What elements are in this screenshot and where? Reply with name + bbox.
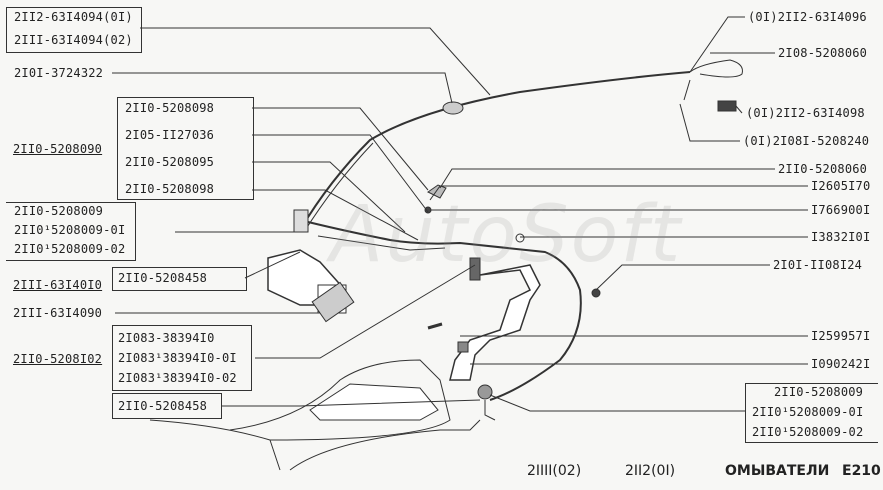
label-grpB1: 2II0-5208009 bbox=[14, 204, 104, 218]
label-tl2: 2III-63I4094(02) bbox=[14, 33, 133, 47]
leader-grpA3 bbox=[252, 161, 406, 233]
fender-line bbox=[149, 419, 281, 471]
screw-part bbox=[427, 322, 443, 330]
leader-5208458a bbox=[244, 251, 301, 279]
label-grpA3: 2II0-5208095 bbox=[125, 155, 215, 169]
leader-grpC bbox=[255, 264, 476, 359]
label-grpB2: 2II0¹5208009-0I bbox=[14, 223, 126, 237]
leader-grpA1 bbox=[252, 107, 429, 191]
reservoir-right bbox=[449, 264, 541, 381]
leader-r3 bbox=[735, 105, 743, 114]
label-63I4090: 2III-63I4090 bbox=[13, 306, 103, 320]
leader-r5 bbox=[439, 168, 775, 189]
leader-r9 bbox=[595, 264, 770, 291]
label-r7: I766900I bbox=[811, 203, 871, 217]
label-r1: (0I)2II2-63I4096 bbox=[748, 10, 867, 24]
bracket-grpD bbox=[745, 383, 878, 443]
hood-nozzle bbox=[442, 101, 464, 115]
label-grpB3: 2II0¹5208009-02 bbox=[14, 242, 126, 256]
car-body-outline-2 bbox=[289, 419, 481, 471]
pump-left bbox=[293, 209, 309, 233]
rear-hose-stub bbox=[683, 79, 691, 101]
label-5208458b: 2II0-5208458 bbox=[118, 399, 208, 413]
label-side-5208090: 2II0-5208090 bbox=[13, 142, 103, 156]
bracket-5208458b bbox=[112, 393, 222, 419]
label-tl1: 2II2-63I4094(0I) bbox=[14, 10, 133, 24]
label-grpD3: 2II0¹5208009-02 bbox=[752, 425, 864, 439]
pump-right bbox=[477, 384, 493, 400]
rear-nozzle bbox=[717, 100, 737, 112]
headlight-shape bbox=[309, 383, 439, 421]
label-side-5208I02: 2II0-5208I02 bbox=[13, 352, 103, 366]
label-3724322: 2I0I-3724322 bbox=[14, 66, 104, 80]
label-r11: I090242I bbox=[811, 357, 871, 371]
label-r9: 2I0I-II08I24 bbox=[773, 258, 863, 272]
nozzle-hose bbox=[299, 219, 582, 401]
leader-r1 bbox=[689, 16, 745, 73]
bracket-grpC bbox=[112, 325, 252, 391]
footer-model2: 2II2(0I) bbox=[625, 463, 676, 479]
leader-r6 bbox=[429, 185, 808, 201]
label-5208458a: 2II0-5208458 bbox=[118, 271, 208, 285]
label-r4: (0I)2I08I-5208240 bbox=[743, 134, 870, 148]
hose-right bbox=[689, 59, 743, 78]
clip-part bbox=[515, 233, 525, 243]
label-grpC1: 2I083-38394I0 bbox=[118, 331, 215, 345]
label-grpC3: 2I083¹38394I0-02 bbox=[118, 371, 237, 385]
bracket-grpA bbox=[117, 97, 254, 200]
label-r8: I3832I0I bbox=[811, 230, 871, 244]
car-body-outline bbox=[229, 359, 451, 441]
grommet-part bbox=[457, 341, 469, 353]
bracket-63I4090 bbox=[311, 281, 355, 323]
leader-tl bbox=[140, 27, 491, 96]
main-hose-inner bbox=[303, 142, 374, 233]
label-grpA1: 2II0-5208098 bbox=[125, 101, 215, 115]
tee-connector bbox=[427, 184, 447, 199]
label-grpC2: 2I083¹38394I0-0I bbox=[118, 351, 237, 365]
nut-part bbox=[591, 288, 601, 298]
bracket-5208458a bbox=[112, 267, 247, 291]
footer-title: ОМЫВАТЕЛИ bbox=[725, 463, 830, 479]
label-r2: 2I08-5208060 bbox=[778, 46, 868, 60]
leader-grpA2 bbox=[252, 134, 429, 213]
nozzle-hose-2 bbox=[317, 235, 446, 251]
leader-r4 bbox=[679, 103, 740, 142]
label-grpD2: 2II0¹5208009-0I bbox=[752, 405, 864, 419]
label-r10: I259957I bbox=[811, 329, 871, 343]
leader-grpD bbox=[489, 394, 745, 412]
footer-model1: 2IIII(02) bbox=[527, 463, 582, 479]
label-r3: (0I)2II2-63I4098 bbox=[746, 106, 865, 120]
leader-3724322 bbox=[112, 72, 453, 104]
pump-hose-right bbox=[484, 400, 496, 421]
bracket-grpB bbox=[6, 202, 136, 261]
label-side-63I40I0: 2III-63I40I0 bbox=[13, 278, 103, 292]
bracket-tl bbox=[6, 7, 142, 53]
label-r6: I2605I70 bbox=[811, 179, 871, 193]
label-grpA2: 2I05-II27036 bbox=[125, 128, 215, 142]
reservoir-cap bbox=[469, 257, 481, 281]
leader-grpA4 bbox=[252, 189, 419, 241]
leader-5208458b bbox=[222, 399, 481, 407]
label-grpA4: 2II0-5208098 bbox=[125, 182, 215, 196]
footer-code: E210 bbox=[842, 463, 881, 479]
main-hose bbox=[299, 71, 691, 231]
label-r5: 2II0-5208060 bbox=[778, 162, 868, 176]
label-grpD1: 2II0-5208009 bbox=[774, 385, 864, 399]
